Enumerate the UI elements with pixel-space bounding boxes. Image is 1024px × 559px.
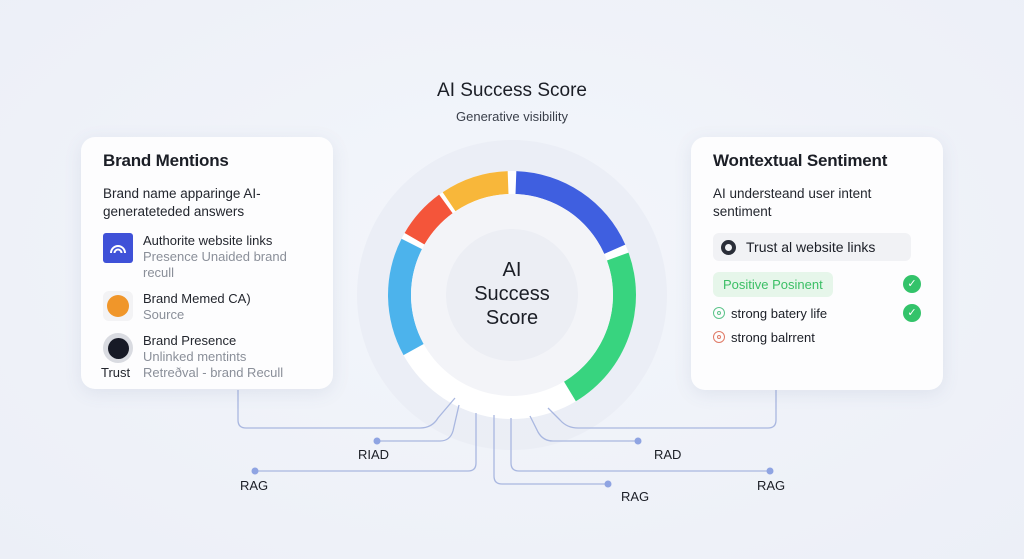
connector-line [255,413,477,472]
ring-segment [564,252,636,402]
connectors [237,390,777,485]
center-line-2: Success [474,283,550,305]
item-title: Brand Presence [143,333,237,348]
connector-line [529,415,638,442]
page-subtitle: Generative visibility [456,109,568,124]
target-icon [721,239,736,255]
trust-label: Trust [101,365,131,380]
connector-line [547,390,777,429]
ring-segment [442,171,509,212]
contextual-sentiment-card: Wontextual Sentiment AI understeand user… [691,137,943,390]
item-title: Brand Memed CA) [143,291,251,306]
connector-line [510,418,770,472]
ring-segment [404,194,453,245]
sentiment-text: strong batery life [731,305,828,321]
item-subtitle: Unlinked mentints [143,349,247,364]
center-label: AI Success Score [452,258,572,330]
dark-circle-icon [103,333,133,363]
card-title: Brand Mentions [103,151,229,170]
list-item: Brand Memed CA)Source [103,291,311,323]
score-ring [388,171,636,402]
positive-row: Positive Posinent ✓ [713,269,921,299]
card-description: AI understeand user intent sentiment [713,186,872,219]
item-subtitle: Source [143,307,185,322]
connector-label-rag-right: RAG [757,478,786,493]
pill-label: Trust al website links [746,239,876,255]
connector-line [237,390,456,429]
connector-node [373,437,381,445]
center-line-1: AI [502,259,522,281]
connector-node [634,437,642,445]
check-icon: ✓ [903,275,921,293]
signal-icon [103,233,133,263]
check-icon: ✓ [903,304,921,322]
item-title: Authorite website links [143,233,273,248]
connector-label-riad: RIAD [358,447,390,462]
brand-mentions-card: Brand Mentions Brand name apparinge AI-g… [81,137,333,389]
page-title: AI Success Score [437,80,587,101]
sentiment-row: strong balrrent [713,325,921,349]
trust-links-pill[interactable]: Trust al website links [713,233,911,261]
sentiment-row: strong batery life ✓ [713,301,921,325]
connector-node [604,480,612,488]
card-title: Wontextual Sentiment [713,151,888,170]
connector-line [493,415,608,485]
connector-label-rag-center: RAG [621,489,650,504]
positive-badge: Positive Posinent [713,271,833,297]
connector-label-rad: RAD [654,447,682,462]
negative-dot-icon [713,331,725,343]
connector-node [251,467,259,475]
connector-label-rag-left: RAG [240,478,269,493]
center-line-3: Score [485,307,539,329]
orange-badge-icon [103,291,133,321]
connector-node [766,467,774,475]
ring-core [446,229,578,361]
item-subtitle: Presence Unaided brand recull [143,249,287,280]
connector-line [377,404,460,442]
connector-nodes [251,437,774,488]
card-description: Brand name apparinge AI-generateteded an… [103,186,261,219]
sentiment-text: strong balrrent [731,329,815,345]
ring-segment [515,171,626,254]
ring-segment [388,238,424,356]
positive-dot-icon [713,307,725,319]
item-detail: Retreðval - brand Recull [143,365,284,380]
